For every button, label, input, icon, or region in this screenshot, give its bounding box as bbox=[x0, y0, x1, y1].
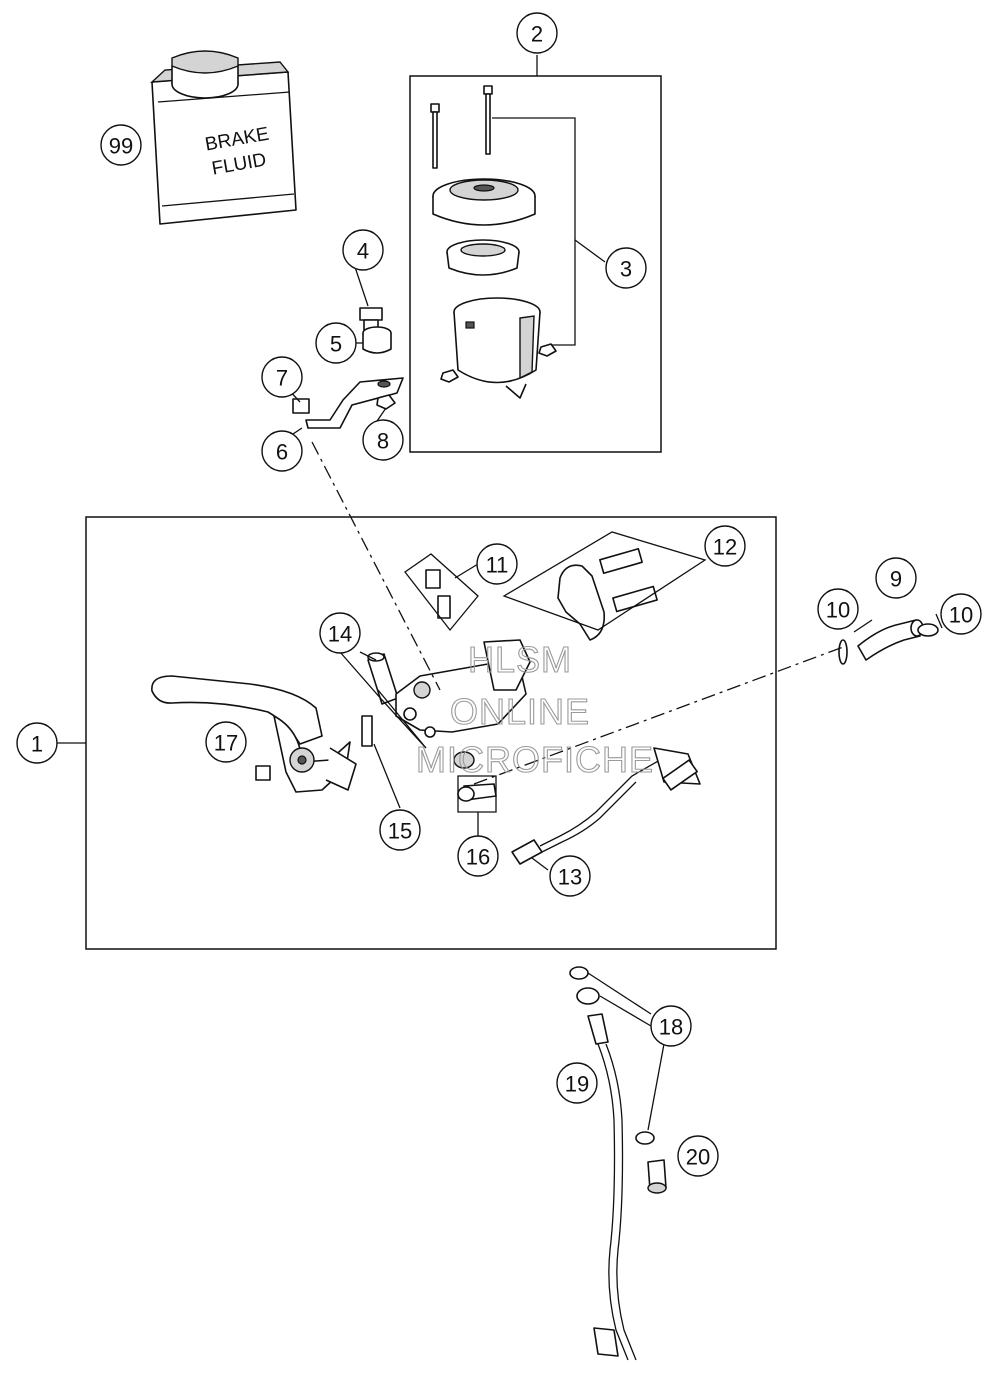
svg-text:1: 1 bbox=[31, 732, 43, 757]
callout-10-left: 10 bbox=[817, 588, 859, 630]
callout-6: 6 bbox=[261, 430, 303, 472]
svg-text:12: 12 bbox=[713, 535, 737, 560]
callout-5: 5 bbox=[315, 322, 357, 364]
svg-text:18: 18 bbox=[659, 1015, 683, 1040]
svg-text:17: 17 bbox=[214, 731, 238, 756]
callout-10-right: 10 bbox=[940, 593, 982, 635]
master-cylinder-kit-frame bbox=[85, 516, 777, 950]
callout-3: 3 bbox=[605, 247, 647, 289]
callout-20: 20 bbox=[677, 1135, 719, 1177]
callout-7: 7 bbox=[261, 356, 303, 398]
svg-text:3: 3 bbox=[620, 257, 632, 282]
svg-text:2: 2 bbox=[531, 22, 543, 47]
watermark-line3: MICROFICHE bbox=[416, 739, 654, 780]
callout-18: 18 bbox=[650, 1005, 692, 1047]
callout-13: 13 bbox=[549, 855, 591, 897]
watermark-line1: HLSM bbox=[468, 639, 572, 680]
callout-2: 2 bbox=[516, 12, 558, 54]
callout-4: 4 bbox=[342, 229, 384, 271]
leader-lines bbox=[56, 55, 943, 1131]
bracket-parts bbox=[292, 307, 404, 429]
callout-17: 17 bbox=[205, 721, 247, 763]
svg-text:15: 15 bbox=[388, 819, 412, 844]
callout-14: 14 bbox=[319, 612, 361, 654]
svg-text:8: 8 bbox=[377, 429, 389, 454]
reservoir-kit-frame bbox=[409, 75, 662, 453]
callout-16: 16 bbox=[457, 835, 499, 877]
callout-12: 12 bbox=[704, 525, 746, 567]
brake-fluid-can: BRAKE FLUID bbox=[150, 50, 297, 225]
svg-text:19: 19 bbox=[565, 1072, 589, 1097]
vent-hose-parts bbox=[838, 619, 939, 665]
svg-text:10: 10 bbox=[826, 598, 850, 623]
callout-19: 19 bbox=[556, 1062, 598, 1104]
svg-text:16: 16 bbox=[466, 845, 490, 870]
master-cylinder-parts bbox=[151, 547, 701, 865]
svg-text:10: 10 bbox=[949, 603, 973, 628]
svg-text:5: 5 bbox=[330, 332, 342, 357]
callout-8: 8 bbox=[362, 419, 404, 461]
callout-99: 99 bbox=[100, 124, 142, 166]
callout-15: 15 bbox=[379, 809, 421, 851]
svg-text:7: 7 bbox=[276, 366, 288, 391]
watermark-line2: ONLINE bbox=[450, 691, 590, 732]
callout-11: 11 bbox=[476, 543, 518, 585]
watermark: HLSM ONLINE MICROFICHE bbox=[415, 638, 654, 780]
svg-text:99: 99 bbox=[109, 134, 133, 159]
svg-text:20: 20 bbox=[686, 1145, 710, 1170]
callout-1: 1 bbox=[16, 722, 58, 764]
svg-text:4: 4 bbox=[357, 239, 369, 264]
brake-line-parts bbox=[569, 966, 667, 1361]
svg-text:14: 14 bbox=[328, 622, 352, 647]
svg-text:6: 6 bbox=[276, 440, 288, 465]
svg-text:9: 9 bbox=[890, 567, 902, 592]
reservoir-parts bbox=[430, 85, 557, 399]
callout-9: 9 bbox=[875, 557, 917, 599]
svg-text:13: 13 bbox=[558, 865, 582, 890]
svg-text:11: 11 bbox=[486, 553, 509, 578]
